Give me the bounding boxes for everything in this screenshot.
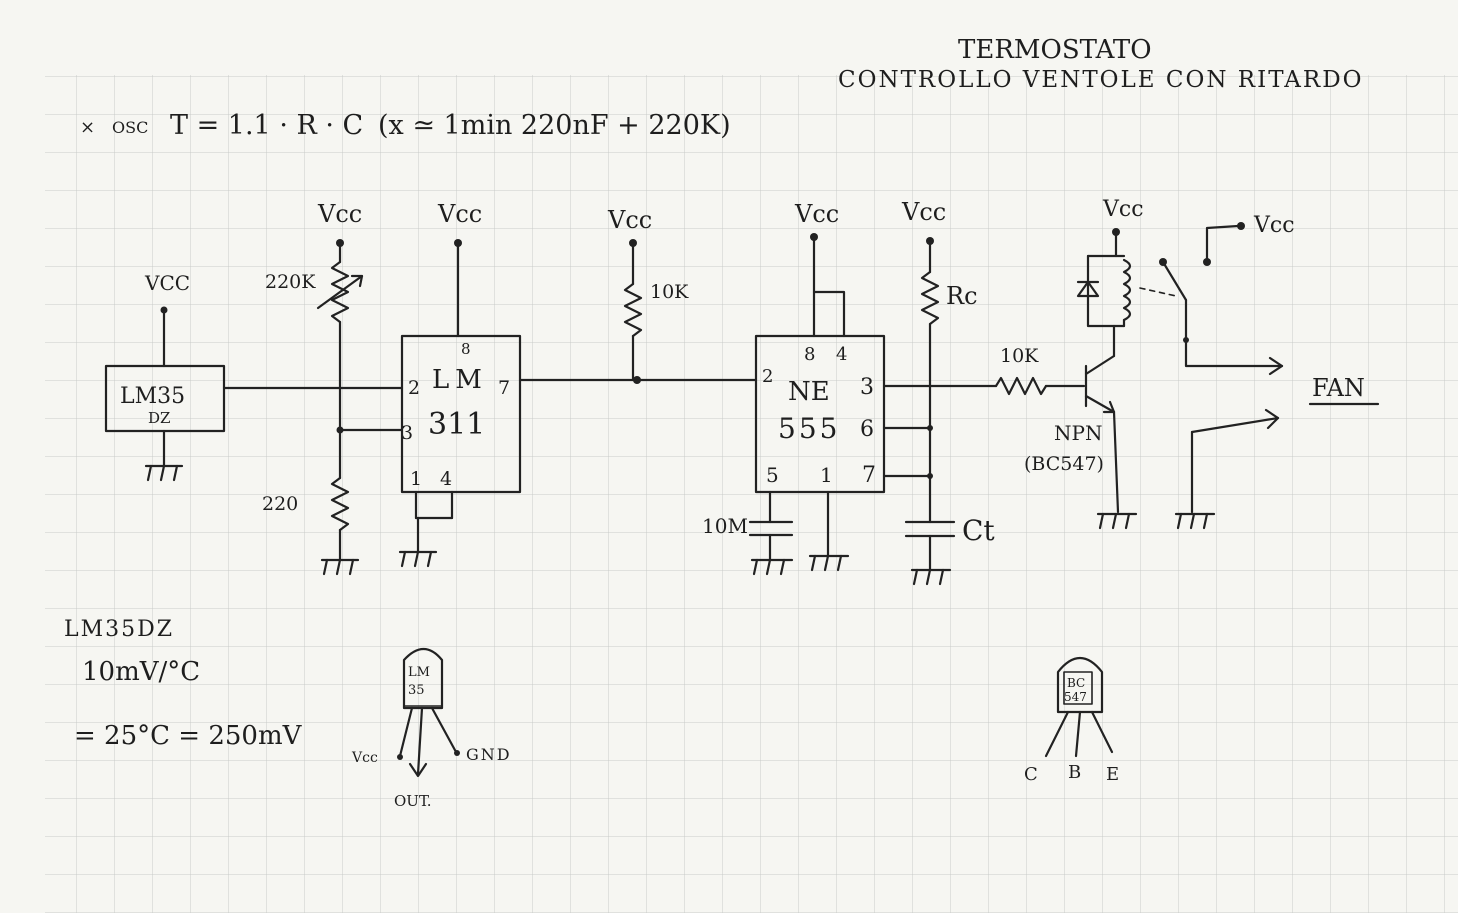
- ct-label: Ct: [962, 514, 995, 547]
- bc547-label: (BC547): [1024, 453, 1104, 475]
- formula-prefix: OSC: [112, 118, 148, 137]
- ground-symbol: [398, 550, 438, 568]
- lm311-pin-1: 1: [410, 468, 422, 490]
- pullup-resistor: Vcc 10K: [607, 206, 689, 384]
- timing-network: Vcc Rc Ct: [901, 198, 995, 586]
- lm311-pin-2: 2: [408, 377, 420, 399]
- ground-symbol: [1174, 512, 1216, 530]
- graph-paper-grid: [45, 75, 1458, 913]
- output-stage: 10K NPN (BC547) Vcc: [882, 197, 1380, 530]
- vcc-label-pullup: Vcc: [607, 206, 652, 234]
- ne555-pin-1: 1: [820, 463, 833, 487]
- lm35-package-label-2: 35: [408, 683, 425, 698]
- bc547-pin-c: C: [1024, 764, 1038, 785]
- vcc-label-lm311: Vcc: [437, 200, 482, 228]
- title-line-1: TERMOSTATO: [958, 35, 1152, 65]
- lm35-sensor: VCC LM35 DZ: [104, 271, 226, 482]
- formula-bullet: ×: [80, 117, 95, 138]
- ground-symbol: [750, 558, 794, 576]
- npn-label: NPN: [1054, 421, 1102, 445]
- ne555-name-line2: 555: [778, 412, 840, 445]
- lm311-name-line2: 311: [428, 407, 485, 442]
- formula-note: (x ≃ 1min 220nF + 220K): [378, 110, 731, 141]
- bc547-package-label-1: BC: [1067, 676, 1085, 690]
- ne555-pin-4: 4: [836, 344, 847, 365]
- bc547-pin-b: B: [1068, 762, 1081, 783]
- lm311-pin-4: 4: [440, 468, 452, 490]
- bc547-pin-e: E: [1106, 764, 1119, 785]
- lm35-package-label-1: LM: [408, 665, 430, 680]
- lm35-pin-vcc: Vcc: [351, 750, 378, 766]
- relay-switch: Vcc: [1159, 213, 1295, 530]
- ne555-body: [754, 334, 886, 494]
- lm311-pin-3: 3: [401, 422, 413, 444]
- vcc-label-fan: Vcc: [1253, 213, 1295, 238]
- resistor-220-label: 220: [262, 493, 298, 515]
- ne555-name-line1: NE: [788, 377, 830, 407]
- cap-10m-label: 10M: [702, 514, 748, 538]
- vcc-label-lm35: VCC: [144, 271, 190, 295]
- ne555-pin-8: 8: [804, 344, 815, 365]
- flyback-diode: [1076, 280, 1100, 298]
- resistor-rc: [920, 270, 940, 326]
- note-sensitivity: 10mV/°C: [82, 657, 200, 687]
- ne555-timer: Vcc 8 4 2 3 6 5 1 7 NE 555 10M: [702, 200, 933, 576]
- lm311-name-line1: LM: [432, 365, 488, 395]
- pullup-value-label: 10K: [650, 281, 689, 303]
- fan-label: FAN: [1312, 374, 1365, 402]
- ground-symbol: [808, 554, 850, 572]
- lm311-pin-8: 8: [461, 340, 471, 358]
- lm35-package: LM 35 Vcc GND OUT.: [351, 647, 512, 810]
- bc547-package: BC 547 C B E: [1024, 656, 1119, 785]
- lm311-comparator: Vcc 8 2 3 7 1 4 LM 311: [398, 200, 522, 568]
- ne555-pin-7: 7: [862, 463, 876, 488]
- vcc-label-relay: Vcc: [1102, 197, 1144, 222]
- pot-value-label: 220K: [265, 271, 316, 293]
- ground-symbol: [1096, 512, 1138, 530]
- vcc-label-ne555: Vcc: [794, 200, 839, 228]
- ne555-pin-5: 5: [766, 463, 779, 487]
- bc547-package-body: [1056, 656, 1104, 714]
- divider-network: Vcc 220K 220: [262, 200, 404, 576]
- lm311-pin-7: 7: [498, 377, 510, 399]
- lm35-dz-label: DZ: [148, 409, 170, 427]
- lm311-body: [400, 334, 522, 494]
- formula-expression: T = 1.1 · R · C: [170, 110, 363, 141]
- lm35-pin-gnd: GND: [466, 745, 512, 764]
- base-resistor-label: 10K: [1000, 345, 1039, 367]
- resistor-220: [330, 476, 350, 532]
- ground-symbol: [144, 464, 184, 482]
- bc547-package-label-2: 547: [1064, 690, 1087, 704]
- title-line-2: CONTROLLO VENTOLE CON RITARDO: [838, 67, 1364, 93]
- rc-label: Rc: [946, 282, 978, 310]
- ne555-pin-6: 6: [860, 417, 874, 442]
- vcc-label-rc: Vcc: [901, 198, 946, 226]
- vcc-label-pot: Vcc: [317, 200, 362, 228]
- potentiometer-220k: [330, 260, 350, 324]
- ground-symbol: [910, 568, 952, 586]
- lm35-pin-out: OUT.: [394, 792, 432, 810]
- lm35-label: LM35: [120, 384, 185, 409]
- ne555-pin-2: 2: [762, 366, 773, 387]
- resistor-base-10k: [994, 376, 1048, 396]
- relay-coil: [1122, 258, 1132, 322]
- note-example: = 25°C = 250mV: [74, 721, 303, 751]
- ne555-pin-3: 3: [860, 375, 874, 400]
- lm35-package-body: [402, 647, 444, 710]
- ground-symbol: [320, 558, 360, 576]
- note-lm35-title: LM35DZ: [64, 617, 174, 642]
